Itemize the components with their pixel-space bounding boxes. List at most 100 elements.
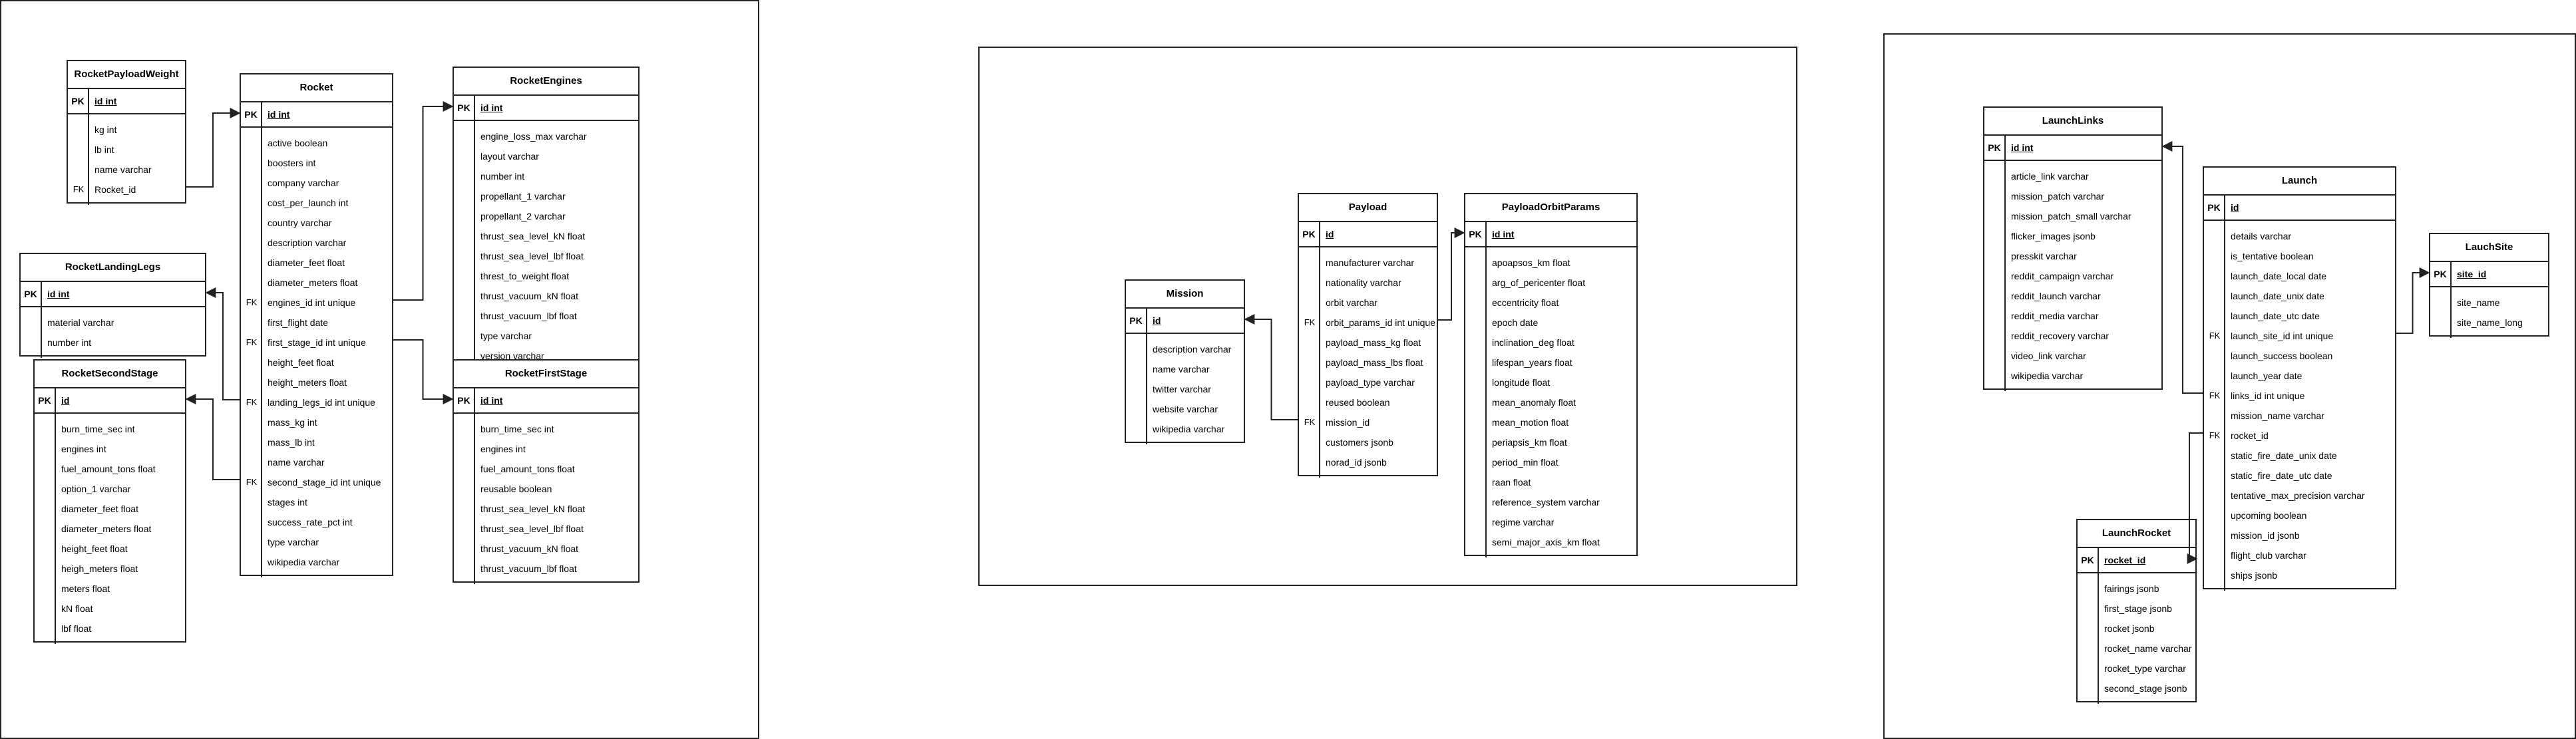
column-row[interactable]: diameter_feet float [35,499,185,519]
relationship-launch-to-launch-links[interactable] [2161,141,2203,394]
column-row[interactable]: payload_mass_lbs float [1299,353,1437,372]
column-row[interactable]: mission_patch varchar [1984,186,2161,206]
column-row[interactable]: ships jsonb [2204,565,2395,585]
column-row[interactable]: burn_time_sec int [35,419,185,439]
column-row[interactable]: period_min float [1465,452,1636,472]
column-row[interactable]: thrust_sea_level_kN float [454,499,638,519]
column-row[interactable]: is_tentative boolean [2204,246,2395,266]
column-row[interactable]: website varchar [1126,399,1244,419]
column-row[interactable]: first_flight date [241,313,392,333]
column-row[interactable]: arg_of_pericenter float [1465,273,1636,293]
column-row[interactable]: mission_patch_small varchar [1984,206,2161,226]
column-row[interactable]: country varchar [241,213,392,233]
column-row[interactable]: description varchar [241,233,392,253]
column-row[interactable]: mass_kg int [241,412,392,432]
column-row[interactable]: thrust_vacuum_kN float [454,539,638,559]
column-row[interactable]: layout varchar [454,146,638,166]
column-row[interactable]: longitude float [1465,372,1636,392]
column-row[interactable]: version varchar [454,346,638,366]
column-row[interactable]: name varchar [1126,359,1244,379]
column-row[interactable]: semi_major_axis_km float [1465,532,1636,552]
column-row[interactable]: rocket_type varchar [2078,659,2195,678]
column-row[interactable]: site_name_long [2430,313,2548,333]
column-row[interactable]: lbf float [35,619,185,639]
column-row[interactable]: thrust_sea_level_kN float [454,226,638,246]
column-row[interactable]: cost_per_launch int [241,193,392,213]
column-row[interactable]: fuel_amount_tons float [454,459,638,479]
column-row[interactable]: mean_anomaly float [1465,392,1636,412]
column-row[interactable]: periapsis_km float [1465,432,1636,452]
column-row[interactable]: mean_motion float [1465,412,1636,432]
column-row[interactable]: boosters int [241,153,392,173]
column-row[interactable]: success_rate_pct int [241,512,392,532]
column-row[interactable]: reddit_campaign varchar [1984,266,2161,286]
column-row[interactable]: orbit varchar [1299,293,1437,313]
column-row[interactable]: video_link varchar [1984,346,2161,366]
column-row[interactable]: wikipedia varchar [1126,419,1244,439]
relationship-rocket-to-rocket-landing-legs[interactable] [205,287,240,400]
relationship-payload-to-payload-orbit-params[interactable] [1438,227,1465,321]
column-row[interactable]: mass_lb int [241,432,392,452]
column-row[interactable]: rocket jsonb [2078,619,2195,639]
column-row[interactable]: launch_date_unix date [2204,286,2395,306]
column-row[interactable]: launch_date_utc date [2204,306,2395,326]
column-row[interactable]: launch_success boolean [2204,346,2395,366]
column-row[interactable]: epoch date [1465,313,1636,333]
column-row[interactable]: first_stage jsonb [2078,599,2195,619]
column-row[interactable]: heigh_meters float [35,559,185,579]
column-row[interactable]: norad_id jsonb [1299,452,1437,472]
column-row[interactable]: mission_name varchar [2204,406,2395,426]
column-row[interactable]: lifespan_years float [1465,353,1636,372]
column-row[interactable]: thrust_vacuum_lbf float [454,306,638,326]
column-row[interactable]: diameter_meters float [35,519,185,539]
column-row[interactable]: type varchar [454,326,638,346]
column-row[interactable]: engines int [35,439,185,459]
column-row[interactable]: name varchar [241,452,392,472]
column-row[interactable]: flicker_images jsonb [1984,226,2161,246]
column-row[interactable]: engine_loss_max varchar [454,126,638,146]
column-row[interactable]: diameter_meters float [241,273,392,293]
column-row[interactable]: name varchar [68,160,185,180]
relationship-rocket-to-rocket-first-stage[interactable] [393,339,454,404]
column-row[interactable]: thrust_sea_level_lbf float [454,519,638,539]
column-row[interactable]: kN float [35,599,185,619]
column-row[interactable]: raan float [1465,472,1636,492]
column-row[interactable]: static_fire_date_unix date [2204,446,2395,466]
column-row[interactable]: static_fire_date_utc date [2204,466,2395,486]
column-row[interactable]: number int [21,333,205,353]
column-row[interactable]: reddit_media varchar [1984,306,2161,326]
column-row[interactable]: height_feet float [241,353,392,372]
column-row[interactable]: apoapsos_km float [1465,253,1636,273]
column-row[interactable]: kg int [68,120,185,140]
column-row[interactable]: thrust_sea_level_lbf float [454,246,638,266]
column-row[interactable]: burn_time_sec int [454,419,638,439]
column-row[interactable]: thrust_vacuum_kN float [454,286,638,306]
column-row[interactable]: company varchar [241,173,392,193]
column-row[interactable]: wikipedia varchar [241,552,392,572]
column-row[interactable]: payload_mass_kg float [1299,333,1437,353]
column-row[interactable]: lb int [68,140,185,160]
column-row[interactable]: nationality varchar [1299,273,1437,293]
column-row[interactable]: thrust_vacuum_lbf float [454,559,638,579]
